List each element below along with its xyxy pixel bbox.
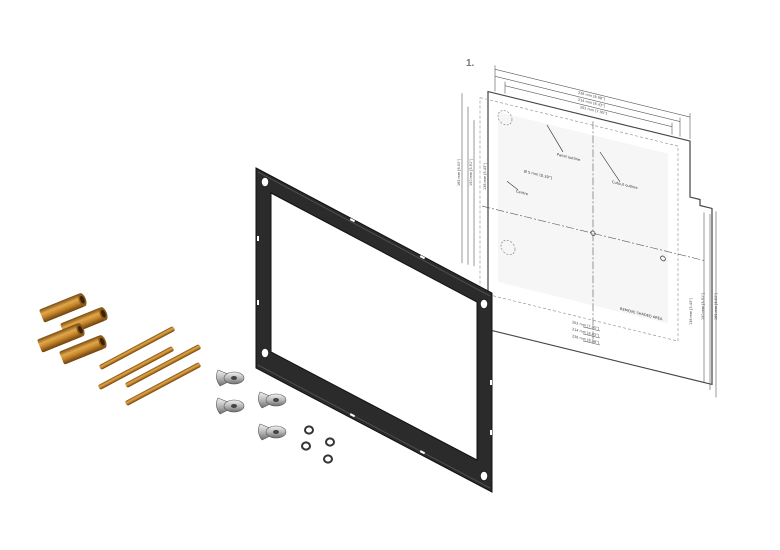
centre-hole [590,230,596,236]
dim-right-3: 165 mm [6.50"] [714,292,718,320]
wing-nuts [216,369,287,441]
label-center: Centre [516,189,529,196]
dim-left-3: 138 mm [5.43"] [483,162,487,190]
standoff [39,293,87,323]
standoff [37,323,85,353]
mounting-template: 1. [457,58,718,398]
dim-left-2: 150 mm [5.91"] [469,158,473,186]
washer [301,441,311,451]
threaded-rod [125,344,201,388]
label-hole: Ø 5 mm [0.20"] [524,168,553,180]
washer [323,454,333,464]
threaded-rod [98,346,174,390]
label-outline-b: Cutout outline [612,180,638,190]
dim-bottom-2: 214 mm [8.43"] [572,327,600,338]
washer [325,437,335,447]
cutout-outline [479,97,679,342]
right-dimension-lines [703,211,717,398]
threaded-rod [125,362,201,406]
left-dimension-lines [461,93,475,267]
dim-top-1: 228 mm [8.98"] [578,91,606,102]
gasket-frame [255,167,493,493]
label-outline-a: Panel outline [557,153,581,163]
dim-bottom-1: 202 mm [7.95"] [572,320,600,331]
top-dimension-lines [494,65,691,140]
template-holes [497,110,666,262]
wing-nut [216,397,245,415]
threaded-rods [98,326,201,406]
dim-top-2: 214 mm [8.43"] [578,98,606,109]
dim-bottom-3: 228 mm [8.98"] [572,334,600,345]
bottom-dimension-lines [583,326,600,346]
leader-lines [506,124,621,191]
threaded-rod [99,326,175,370]
washer [304,425,314,435]
shaded-area [498,112,668,324]
wing-nut [216,369,245,387]
brass-standoffs [37,293,108,365]
dim-top-3: 202 mm [7.95"] [580,105,608,116]
step-label: 1. [466,58,475,69]
gasket-holes [261,177,488,481]
dim-right-2: 150 mm [5.91"] [701,292,705,320]
standoff [59,335,107,365]
dim-right-1: 138 mm [5.43"] [689,297,693,325]
wing-nut [258,391,287,409]
washers [301,425,335,464]
horizontal-centre-line [482,205,705,262]
dim-left-1: 165 mm [6.50"] [457,158,461,186]
panel-outline [487,90,713,386]
wing-nut [258,423,287,441]
